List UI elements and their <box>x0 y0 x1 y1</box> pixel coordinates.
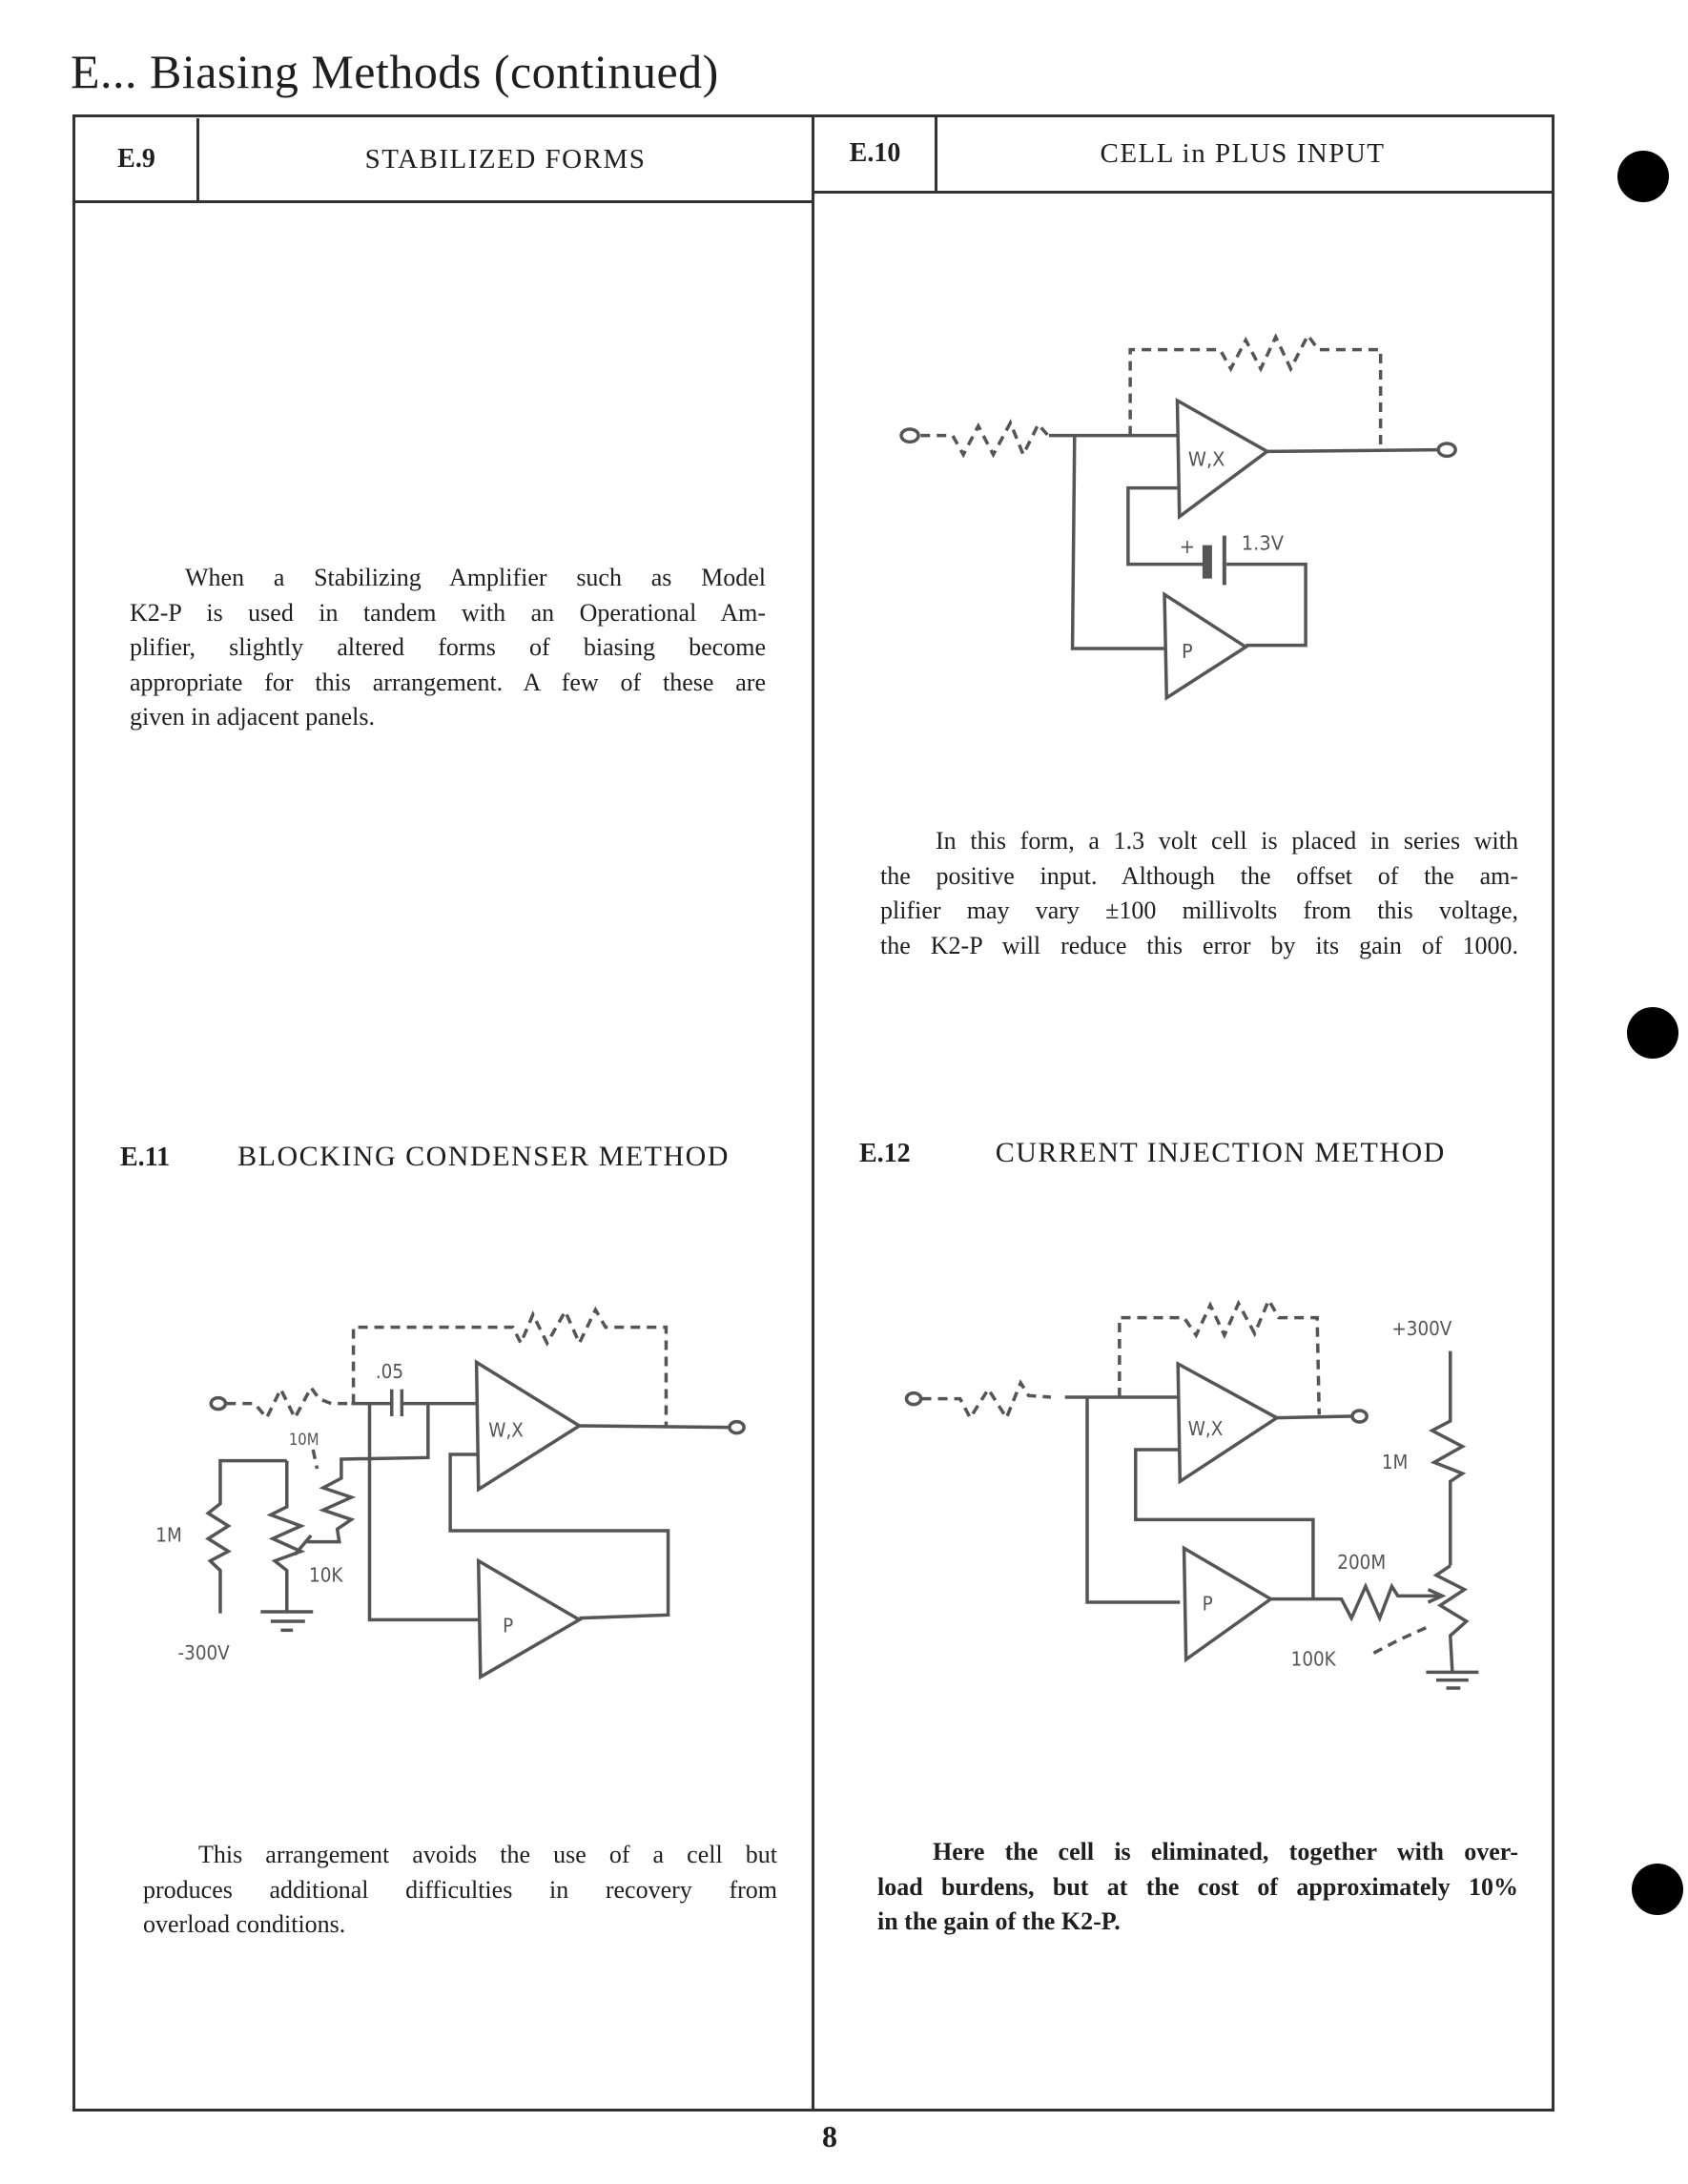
text-line: load burdens, but at the cost of approxi… <box>877 1872 1518 1901</box>
resistor-1m-label: 1M <box>155 1524 182 1547</box>
panel-e9-text: When a Stabilizing Amplifier such as Mod… <box>130 561 766 735</box>
text-line: appropriate for this arrangement. A few … <box>130 668 766 696</box>
amplifier-wx-icon <box>477 1362 580 1489</box>
center-divider <box>812 114 814 2109</box>
panel-e9-number: E.9 <box>117 144 155 174</box>
cell-plus-label: + <box>1180 534 1195 558</box>
feedback-resistor-icon <box>1130 336 1381 450</box>
capacitor-label: .05 <box>376 1360 403 1383</box>
panel-e10-number: E.10 <box>849 138 901 168</box>
text-line: produces additional difficulties in reco… <box>143 1875 777 1904</box>
text-line: the positive input. Although the offset … <box>880 861 1518 890</box>
input-resistor-icon <box>920 422 1048 454</box>
input-resistor-icon <box>922 1383 1051 1418</box>
resistor-1m-icon <box>208 1461 287 1614</box>
resistor-1m-icon <box>1432 1351 1463 1566</box>
page-number: 8 <box>822 2119 837 2153</box>
amp-wx-label: W,X <box>488 1419 524 1442</box>
panel-e11-heading: E.11 BLOCKING CONDENSER METHOD <box>120 1141 730 1173</box>
text-line: overload conditions. <box>143 1910 346 1938</box>
feedback-resistor-icon <box>354 1309 667 1427</box>
input-resistor-icon <box>226 1388 351 1418</box>
wire <box>1128 488 1205 565</box>
punch-hole-icon <box>1617 151 1669 202</box>
page-title: E... Biasing Methods (continued) <box>71 45 719 98</box>
header-cell-divider-right <box>935 116 937 193</box>
panel-e11-text: This arrangement avoids the use of a cel… <box>143 1838 777 1943</box>
wire <box>1277 1416 1351 1418</box>
amp-p-label: P <box>503 1615 513 1638</box>
output-terminal-icon <box>730 1422 744 1433</box>
amplifier-wx-icon <box>1177 401 1266 517</box>
text-line: K2-P is used in tandem with an Operation… <box>130 598 766 627</box>
feedback-resistor-icon <box>1120 1300 1319 1414</box>
wiper-arrow-icon <box>295 1535 311 1555</box>
header-cell-divider-left <box>196 118 199 202</box>
panel-e11-number: E.11 <box>120 1143 171 1172</box>
header-divider-right <box>813 191 1552 194</box>
panel-e12-text: Here the cell is eliminated, together wi… <box>877 1835 1518 1940</box>
resistor-200m-icon <box>1271 1586 1441 1617</box>
amplifier-p-icon <box>1184 1548 1271 1659</box>
input-terminal-icon <box>211 1398 225 1410</box>
resistor-200m-label: 200M <box>1337 1551 1386 1574</box>
wire <box>1073 436 1164 649</box>
resistor-1m-label: 1M <box>1382 1451 1409 1473</box>
text-line: plifier, slightly altered forms of biasi… <box>130 633 766 661</box>
text-line: given in adjacent panels. <box>130 703 376 731</box>
panel-e12-number: E.12 <box>859 1139 911 1168</box>
pot-100k-label: 100K <box>1291 1648 1337 1671</box>
potentiometer-100k-icon <box>1436 1566 1467 1673</box>
text-line: the K2-P will reduce this error by its g… <box>880 931 1518 959</box>
input-terminal-icon <box>906 1393 920 1405</box>
output-terminal-icon <box>1438 443 1455 456</box>
wire <box>1226 565 1306 646</box>
panel-e11-title: BLOCKING CONDENSER METHOD <box>237 1141 730 1172</box>
wire <box>1136 1450 1313 1597</box>
supply-label: -300V <box>178 1641 231 1664</box>
text-line: plifier may vary ±100 millivolts from th… <box>880 896 1518 924</box>
punch-hole-icon <box>1632 1864 1683 1915</box>
pot-10k-label: 10K <box>309 1563 343 1586</box>
e12-circuit-diagram: W,X P +300V 1M 200M 100K <box>877 1278 1507 1698</box>
e11-circuit-diagram: W,X P .05 10M 1M 10K -300V <box>155 1288 763 1688</box>
ground-icon <box>1426 1672 1478 1688</box>
wire <box>450 1454 668 1618</box>
text-line: This arrangement avoids the use of a cel… <box>198 1841 777 1868</box>
text-line: Here the cell is eliminated, together wi… <box>933 1838 1518 1865</box>
text-line: in the gain of the K2-P. <box>877 1907 1121 1935</box>
amplifier-p-icon <box>479 1561 580 1678</box>
arrow-icon <box>313 1450 317 1469</box>
header-divider-left <box>72 200 813 203</box>
text-line: When a Stabilizing Amplifier such as Mod… <box>185 564 766 591</box>
wire <box>580 1426 730 1428</box>
panel-e9-title: STABILIZED FORMS <box>364 143 647 175</box>
wire <box>1087 1397 1180 1602</box>
cell-voltage-label: 1.3V <box>1242 531 1285 555</box>
punch-hole-icon <box>1627 1007 1678 1059</box>
output-terminal-icon <box>1352 1411 1367 1422</box>
text-line: In this form, a 1.3 volt cell is placed … <box>936 827 1518 855</box>
arrow-icon <box>1429 1590 1443 1602</box>
amp-p-label: P <box>1182 639 1193 663</box>
e10-circuit-diagram: W,X P + 1.3V <box>839 305 1507 706</box>
panel-e10-text: In this form, a 1.3 volt cell is placed … <box>880 824 1518 963</box>
amp-p-label: P <box>1203 1592 1213 1615</box>
resistor-10m-label: 10M <box>289 1430 319 1449</box>
resistor-10m-icon <box>307 1404 428 1542</box>
wire <box>1267 450 1438 452</box>
supply-label: +300V <box>1391 1317 1452 1340</box>
panel-e12-heading: E.12 CURRENT INJECTION METHOD <box>859 1137 1446 1169</box>
input-terminal-icon <box>901 429 918 442</box>
arrow-icon <box>1373 1628 1426 1654</box>
panel-e12-title: CURRENT INJECTION METHOD <box>995 1137 1446 1168</box>
wire <box>370 1404 479 1620</box>
amp-wx-label: W,X <box>1188 1417 1224 1440</box>
panel-e10-title: CELL in PLUS INPUT <box>1100 137 1386 169</box>
amplifier-wx-icon <box>1178 1364 1277 1481</box>
ground-icon <box>260 1612 313 1630</box>
amplifier-p-icon <box>1164 594 1245 697</box>
amp-wx-label: W,X <box>1188 447 1225 471</box>
potentiometer-10k-icon <box>271 1461 301 1612</box>
